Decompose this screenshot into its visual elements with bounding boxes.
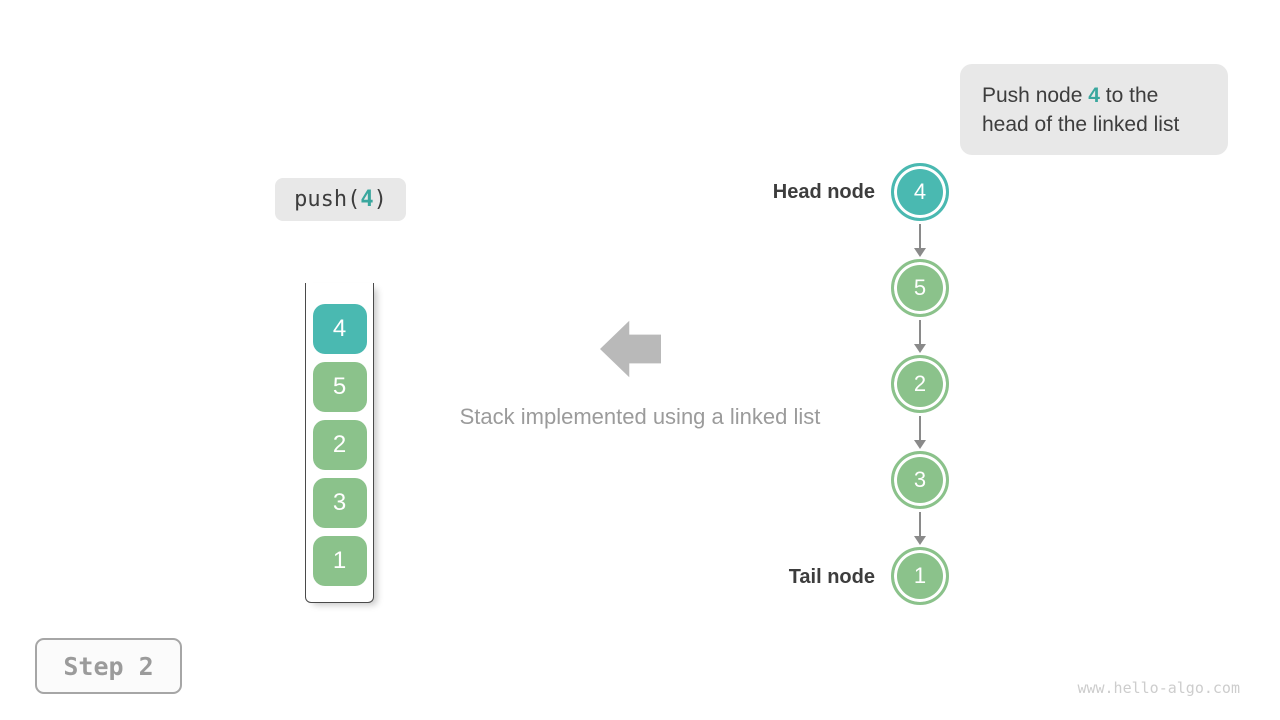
stack-item: 5	[312, 362, 367, 412]
tail-node-label: Tail node	[788, 566, 875, 588]
operation-arg: 4	[360, 187, 374, 212]
linked-list-node: 2	[891, 355, 949, 413]
callout-highlight-value: 4	[1088, 84, 1100, 107]
operation-code-box: push(4)	[275, 178, 406, 221]
stack-item: 2	[312, 420, 367, 470]
stack-item: 3	[312, 478, 367, 528]
left-block-arrow-icon	[600, 320, 661, 378]
linked-list: 4 5 2 3 1	[891, 163, 949, 606]
callout-text-prefix: Push node	[982, 84, 1089, 107]
stack-item: 4	[312, 304, 367, 354]
step-badge: Step 2	[35, 638, 182, 694]
diagram-caption: Stack implemented using a linked list	[459, 404, 821, 429]
linked-list-node: 5	[891, 259, 949, 317]
watermark-url: www.hello-algo.com	[1077, 679, 1240, 697]
linked-list-node: 1	[891, 547, 949, 605]
stack-item: 1	[312, 536, 367, 586]
down-arrow-icon	[914, 512, 926, 545]
stack-container: 4 5 2 3 1	[305, 283, 374, 603]
down-arrow-icon	[914, 224, 926, 257]
linked-list-node: 4	[891, 163, 949, 221]
linked-list-node: 3	[891, 451, 949, 509]
operation-close-paren: )	[373, 187, 387, 212]
callout-text-suffix: to the head of the linked list	[982, 84, 1180, 136]
down-arrow-icon	[914, 416, 926, 449]
operation-name: push(	[294, 187, 361, 212]
explanation-callout: Push node 4 to the head of the linked li…	[960, 64, 1228, 155]
down-arrow-icon	[914, 320, 926, 353]
head-node-label: Head node	[772, 181, 875, 203]
